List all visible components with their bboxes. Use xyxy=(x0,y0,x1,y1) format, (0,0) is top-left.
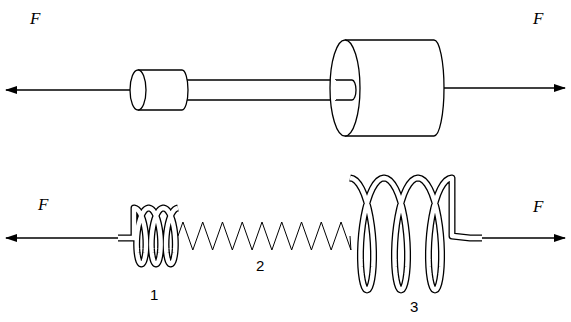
force-arrow xyxy=(6,89,132,90)
force-arrow xyxy=(482,237,565,238)
large-cylinder-face xyxy=(330,40,360,136)
spring-1-core xyxy=(118,208,178,264)
force-arrow xyxy=(6,237,120,238)
force-label: F xyxy=(533,198,543,215)
thin-rod xyxy=(185,80,352,100)
callout-number: 3 xyxy=(410,299,418,314)
force-label: F xyxy=(38,196,48,213)
stepped-bar xyxy=(130,40,444,136)
force-label: F xyxy=(533,10,543,27)
spring-1 xyxy=(118,208,178,264)
small-cylinder-face xyxy=(130,70,146,110)
spring-3-core xyxy=(350,178,482,290)
callout-number: 1 xyxy=(150,287,158,302)
rod-joint xyxy=(334,80,336,100)
force-label: F xyxy=(30,10,40,27)
callout-number: 2 xyxy=(256,258,264,273)
spring-3 xyxy=(350,178,482,290)
force-arrow xyxy=(440,87,565,88)
rod-end xyxy=(335,80,356,100)
spring-2 xyxy=(178,222,351,250)
spring-series xyxy=(118,178,482,290)
